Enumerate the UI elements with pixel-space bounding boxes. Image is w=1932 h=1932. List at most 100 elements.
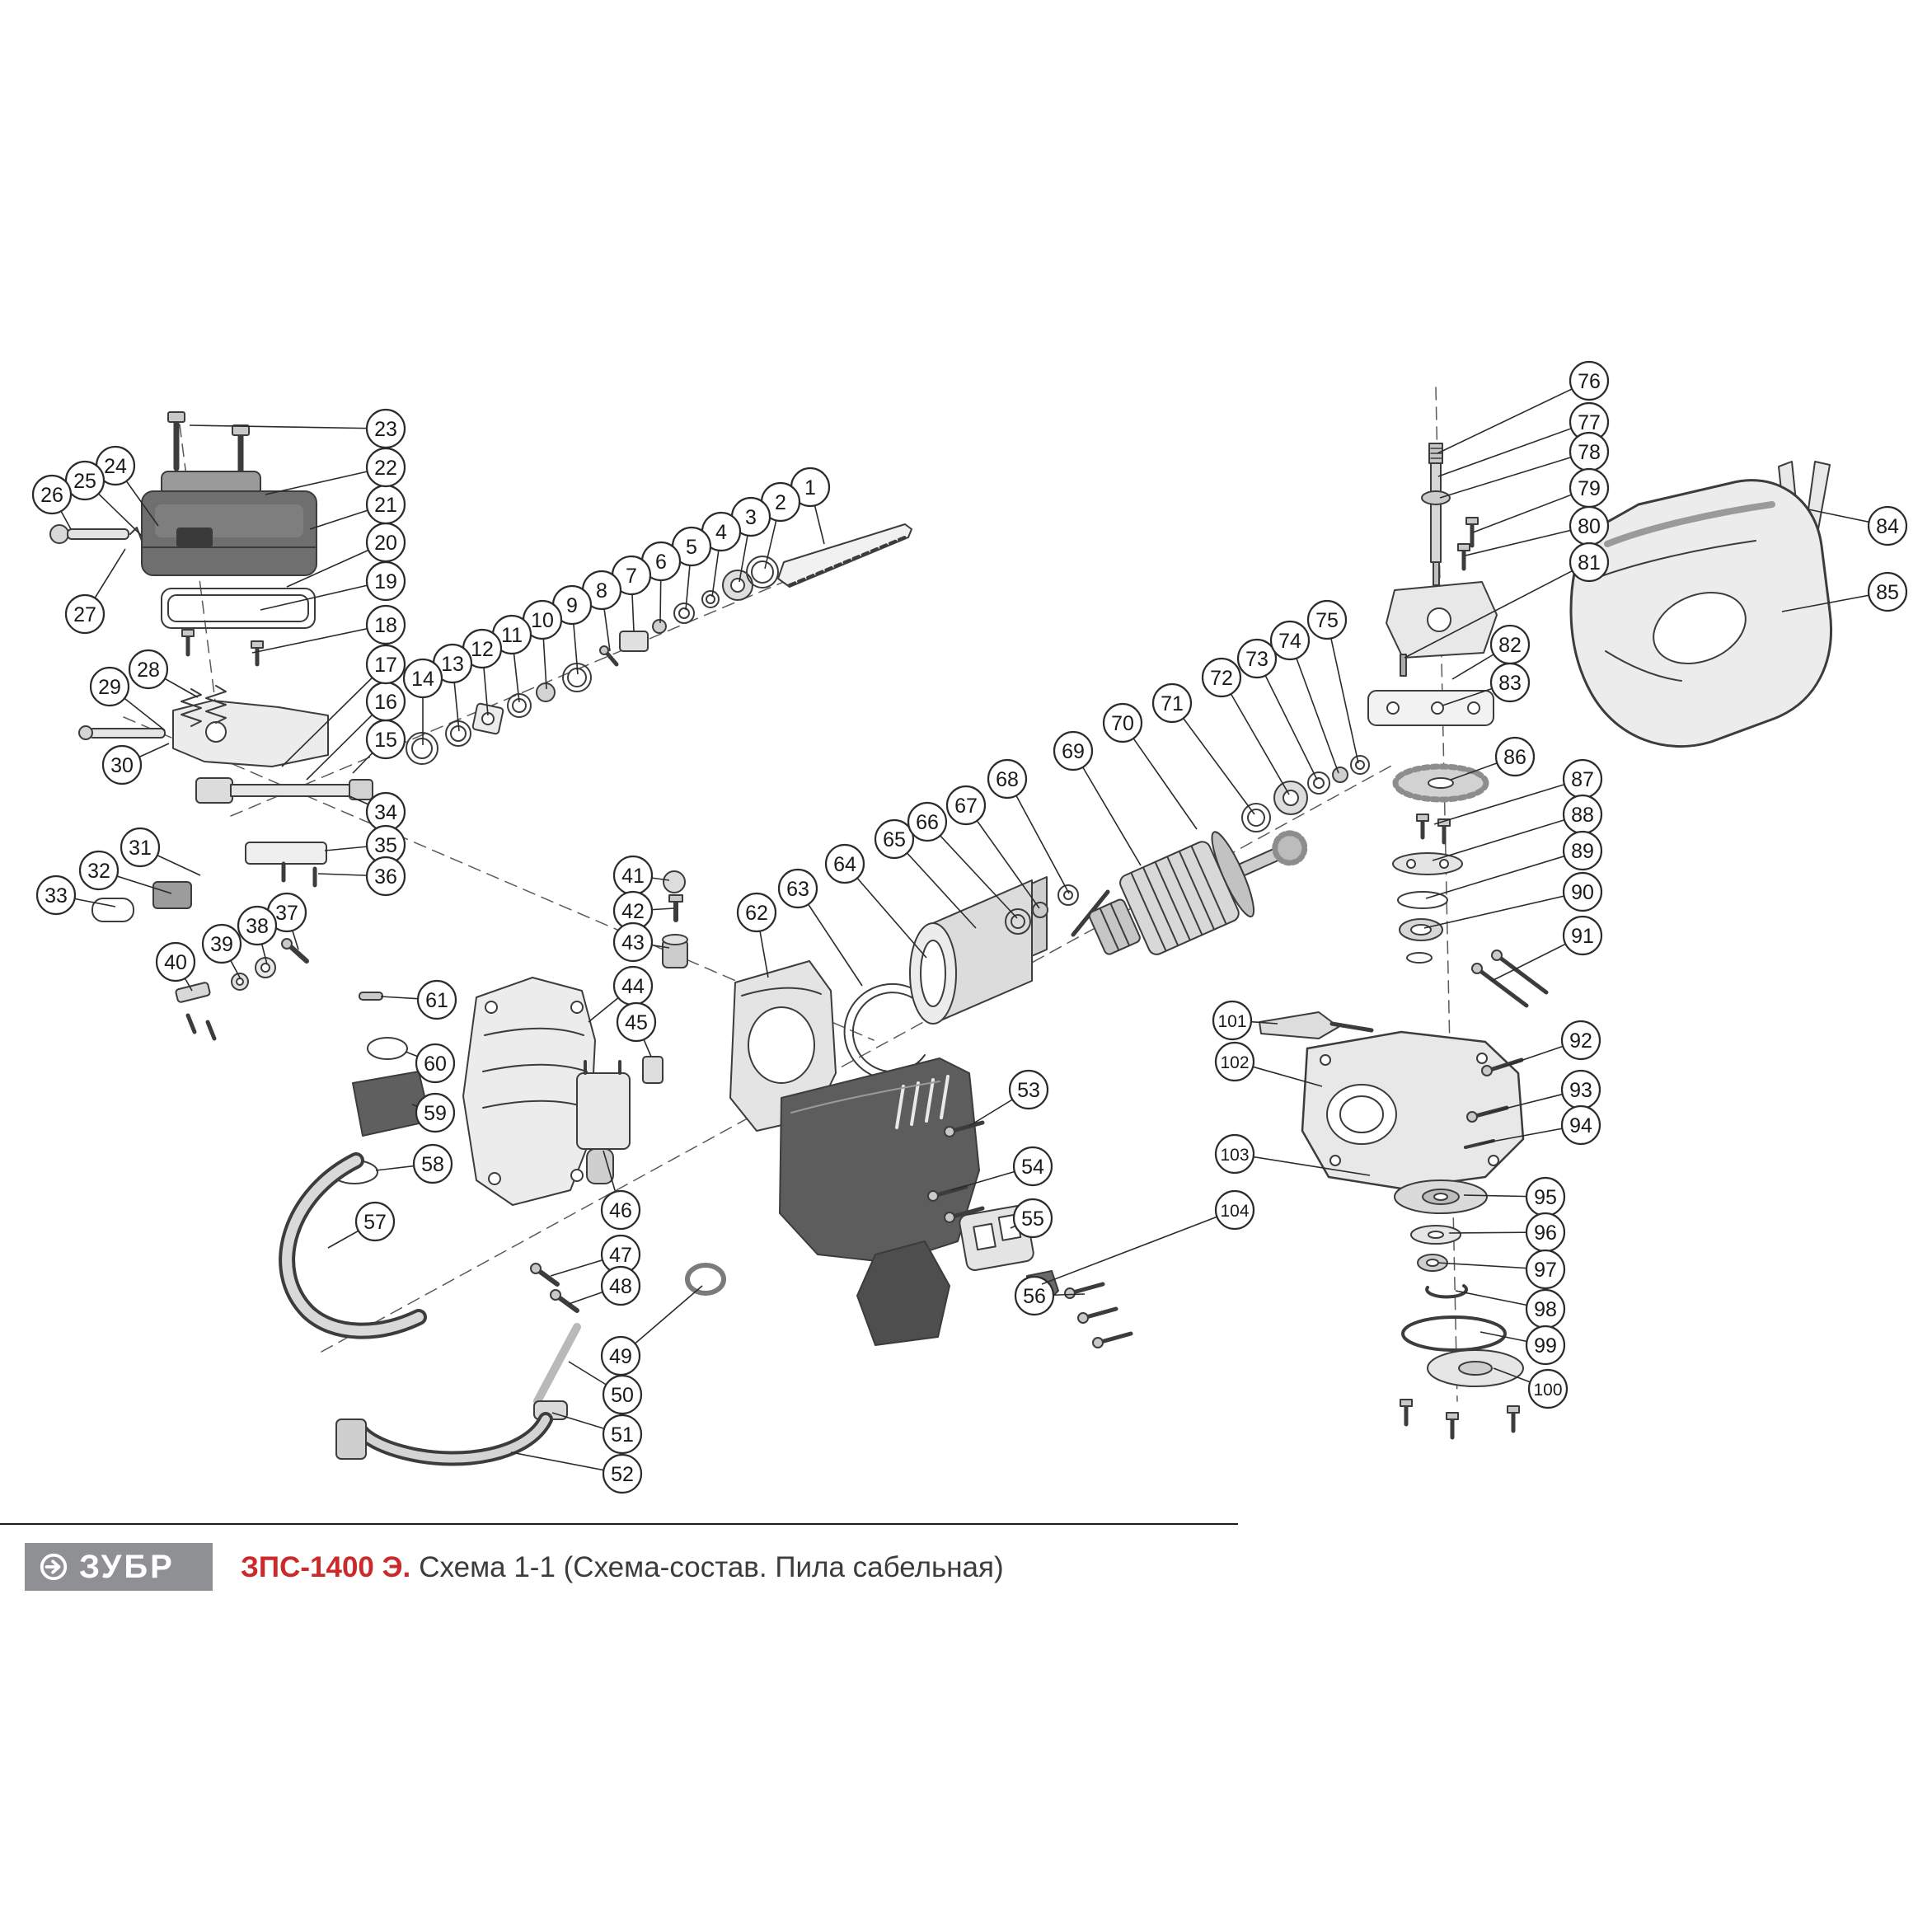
callout-102: 102	[1214, 1041, 1323, 1087]
callout-68: 68	[987, 758, 1070, 894]
callout-95: 95	[1463, 1176, 1566, 1217]
svg-text:99: 99	[1534, 1334, 1557, 1358]
armature-drawing	[1088, 830, 1308, 955]
svg-text:54: 54	[1021, 1156, 1044, 1179]
svg-text:94: 94	[1569, 1114, 1592, 1137]
svg-text:102: 102	[1220, 1053, 1249, 1072]
svg-text:70: 70	[1111, 712, 1134, 735]
callout-104: 104	[1041, 1189, 1255, 1285]
callout-96: 96	[1448, 1212, 1566, 1253]
callout-97: 97	[1437, 1249, 1566, 1290]
svg-text:79: 79	[1578, 477, 1601, 500]
callout-36: 36	[317, 856, 406, 897]
callout-62: 62	[736, 892, 777, 978]
callout-57: 57	[327, 1201, 396, 1249]
callout-51: 51	[551, 1412, 643, 1455]
callout-28: 28	[128, 649, 199, 698]
svg-text:83: 83	[1498, 672, 1522, 695]
svg-text:7: 7	[626, 565, 637, 588]
plunger-rod-drawing	[91, 777, 373, 922]
svg-text:47: 47	[609, 1244, 632, 1267]
diagram-title: ЗПС-1400 Э.Схема 1-1 (Схема-состав. Пила…	[241, 1551, 1004, 1584]
gearbox-drawing	[1259, 1011, 1525, 1190]
svg-text:97: 97	[1534, 1259, 1557, 1282]
svg-text:64: 64	[833, 853, 856, 876]
svg-text:71: 71	[1161, 692, 1184, 715]
svg-text:78: 78	[1578, 441, 1601, 464]
callout-43: 43	[612, 921, 670, 963]
svg-text:50: 50	[611, 1384, 634, 1407]
callout-layer: 1234567891011121314151617181920212223242…	[31, 360, 1908, 1494]
callout-35: 35	[324, 824, 406, 865]
callout-72: 72	[1201, 657, 1290, 795]
callout-66: 66	[907, 801, 1018, 919]
svg-text:81: 81	[1578, 551, 1601, 574]
callout-1: 1	[790, 467, 831, 545]
svg-text:88: 88	[1571, 804, 1594, 827]
callout-4: 4	[701, 511, 742, 598]
callout-58: 58	[375, 1143, 453, 1184]
svg-text:46: 46	[609, 1199, 632, 1222]
switch-drawing	[530, 1056, 664, 1313]
stator-drawing	[909, 876, 1048, 1025]
callout-15: 15	[352, 719, 406, 774]
callout-39: 39	[201, 923, 242, 980]
svg-text:20: 20	[374, 532, 397, 555]
svg-text:104: 104	[1220, 1202, 1249, 1221]
callout-50: 50	[568, 1361, 643, 1415]
svg-text:24: 24	[104, 455, 127, 478]
svg-text:75: 75	[1315, 609, 1339, 632]
callout-31: 31	[120, 827, 201, 876]
callout-49: 49	[600, 1285, 703, 1376]
callout-60: 60	[405, 1043, 456, 1084]
svg-text:48: 48	[609, 1275, 632, 1298]
svg-text:41: 41	[621, 865, 645, 888]
callout-56: 56	[1014, 1275, 1086, 1316]
svg-text:12: 12	[471, 638, 494, 661]
callout-33: 33	[35, 875, 116, 916]
callout-93: 93	[1488, 1069, 1601, 1114]
callout-59: 59	[411, 1092, 456, 1133]
callout-25: 25	[64, 460, 143, 537]
svg-text:30: 30	[110, 754, 134, 777]
svg-text:95: 95	[1534, 1186, 1557, 1209]
output-stack-drawing	[1394, 1179, 1524, 1440]
svg-text:74: 74	[1278, 630, 1301, 653]
callout-81: 81	[1404, 542, 1610, 659]
callout-82: 82	[1451, 624, 1531, 680]
fastener-set-drawing	[175, 938, 309, 1041]
callout-63: 63	[777, 868, 863, 987]
callout-47: 47	[550, 1234, 641, 1277]
callout-19: 19	[260, 560, 406, 611]
svg-text:98: 98	[1534, 1298, 1557, 1321]
svg-text:49: 49	[609, 1345, 632, 1368]
svg-text:55: 55	[1021, 1208, 1044, 1231]
blade-clamp-set-drawing	[406, 523, 912, 765]
svg-text:63: 63	[786, 878, 809, 901]
svg-text:38: 38	[246, 915, 269, 938]
callout-41: 41	[612, 855, 670, 896]
callout-73: 73	[1236, 638, 1318, 781]
svg-text:72: 72	[1210, 667, 1233, 690]
svg-text:16: 16	[374, 691, 397, 714]
svg-text:68: 68	[996, 768, 1019, 791]
brand-name: ЗУБР	[79, 1549, 175, 1585]
scheme-subtitle: Схема 1-1 (Схема-состав. Пила сабельная)	[419, 1551, 1004, 1583]
callout-29: 29	[89, 666, 166, 731]
callout-92: 92	[1503, 1020, 1601, 1067]
svg-text:43: 43	[621, 931, 645, 954]
front-handle-drawing	[279, 992, 431, 1339]
svg-text:59: 59	[424, 1102, 447, 1125]
callout-100: 100	[1493, 1367, 1569, 1409]
svg-text:62: 62	[745, 902, 768, 925]
svg-text:27: 27	[73, 603, 96, 626]
svg-text:8: 8	[596, 579, 607, 603]
callout-17: 17	[281, 644, 406, 767]
svg-text:85: 85	[1876, 581, 1899, 604]
svg-text:23: 23	[374, 418, 397, 441]
callout-103: 103	[1214, 1133, 1371, 1176]
svg-text:9: 9	[566, 594, 578, 617]
svg-text:45: 45	[625, 1011, 648, 1034]
brand-arrow-icon	[40, 1553, 68, 1581]
callout-8: 8	[581, 570, 622, 652]
